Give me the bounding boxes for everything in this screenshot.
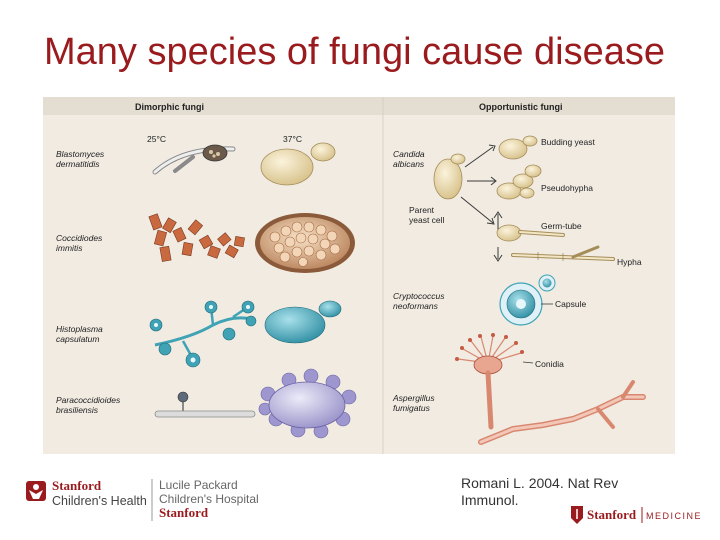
aspergillus-illustration [455,333,646,445]
blastomyces-yeast-illustration [260,142,336,186]
species-coccidiodes-line2: immitis [56,243,83,253]
stanford-childrens-logo-graphic: Stanford Children's Health Lucile Packar… [26,478,259,521]
figure-header-bar [43,97,675,115]
conidia-label: Conidia [535,359,564,369]
species-blastomyces-line2: dermatitidis [56,159,100,169]
germ-tube-label: Germ-tube [541,221,582,231]
species-paracoccidioides-line1: Paracoccidioides [56,395,121,405]
budding-yeast-label: Budding yeast [541,137,596,147]
candida-germ-tube-illustration [493,211,565,242]
packard-logo-line1: Lucile Packard [159,478,238,492]
candida-arrows [460,144,497,225]
species-cryptococcus-line2: neoformans [393,301,439,311]
species-candida-line1: Candida [393,149,425,159]
histoplasma-mold-illustration [149,300,257,368]
species-coccidiodes-line1: Coccidiodes [56,233,103,243]
packard-logo-line2: Children's Hospital [159,492,259,506]
species-paracoccidioides-line2: brasiliensis [56,405,99,415]
coccidioides-arthroconidia-illustration [148,213,245,262]
packard-logo-line3: Stanford [159,505,209,520]
species-candida-line2: albicans [393,159,425,169]
candida-pseudohypha-illustration [496,164,542,200]
temp-37-label: 37°C [283,134,302,144]
paracoccidioides-yeast-illustration [258,368,357,439]
stanford-medicine-logo: Stanford MEDICINE [568,504,704,526]
childrens-logo-line2: Children's Health [52,494,147,508]
candida-parent-cell-illustration [433,153,466,200]
citation-line2: Immunol. [461,492,519,508]
coccidioides-spherule-illustration [255,213,355,273]
citation: Romani L. 2004. Nat Rev Immunol. [461,475,661,509]
childrens-logo-line1: Stanford [52,478,102,493]
figure-background [43,97,675,454]
parent-cell-label-line2: yeast cell [409,215,445,225]
histoplasma-yeast-illustration [264,300,342,344]
dimorphic-header: Dimorphic fungi [135,102,204,112]
blastomyces-mold-illustration [152,144,236,175]
species-histoplasma-line1: Histoplasma [56,324,103,334]
opportunistic-header: Opportunistic fungi [479,102,563,112]
fungi-figure: Dimorphic fungi Opportunistic fungi 25°C… [43,97,675,454]
childrens-health-icon [26,481,46,501]
stanford-medicine-logo-graphic: Stanford MEDICINE [571,506,702,524]
pseudohypha-label: Pseudohypha [541,183,593,193]
cryptococcus-illustration [499,274,556,326]
species-blastomyces-line1: Blastomyces [56,149,105,159]
species-aspergillus-line1: Aspergillus [392,393,435,403]
stanford-childrens-logo: Stanford Children's Health Lucile Packar… [24,477,264,523]
hypha-label: Hypha [617,257,642,267]
citation-line1: Romani L. 2004. Nat Rev [461,475,619,491]
candida-budding-yeast-illustration [498,135,538,160]
temp-25-label: 25°C [147,134,166,144]
species-cryptococcus-line1: Cryptococcus [393,291,445,301]
paracoccidioides-mold-illustration [154,391,256,418]
capsule-label: Capsule [555,299,586,309]
candida-hypha-illustration [493,245,615,262]
parent-cell-label-line1: Parent [409,205,435,215]
fungi-diagram: Dimorphic fungi Opportunistic fungi 25°C… [43,97,675,454]
species-histoplasma-line2: capsulatum [56,334,99,344]
species-aspergillus-line2: fumigatus [393,403,431,413]
slide-title: Many species of fungi cause disease [44,31,666,73]
medicine-logo-medicine: MEDICINE [646,511,702,521]
medicine-logo-stanford: Stanford [587,507,637,522]
